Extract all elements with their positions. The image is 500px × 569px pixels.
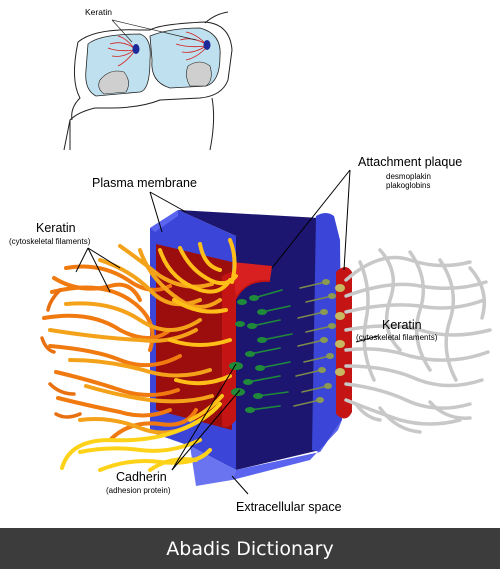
extracellular-space-label: Extracellular space	[236, 500, 342, 514]
cadherin-sub-label: (adhesion protein)	[106, 486, 171, 495]
keratin-left-label: Keratin	[36, 221, 76, 235]
attachment-plaque-label: Attachment plaque	[358, 155, 463, 169]
cadherin-label: Cadherin	[116, 470, 167, 484]
leader-lines	[75, 169, 379, 495]
attachment-plaque-sub2-label: plakoglobins	[386, 181, 431, 190]
attachment-plaque-sub1-label: desmoplakin	[386, 172, 431, 181]
footer-brand-text: Abadis Dictionary	[166, 537, 334, 560]
keratin-left-sub-label: (cytoskeletal filaments)	[9, 237, 91, 246]
right-keratin-filaments	[344, 248, 492, 434]
left-keratin-filaments	[40, 238, 238, 472]
cell-pair-illustration	[63, 11, 233, 151]
diagram-canvas	[40, 11, 492, 495]
keratin-right-sub-label: (cytoskeletal filaments)	[356, 333, 438, 342]
cadherin-proteins	[229, 279, 345, 413]
keratin-top-label: Keratin	[85, 7, 112, 17]
plasma-membrane-label: Plasma membrane	[92, 176, 197, 190]
desmosome-diagram: Keratin Plasma membrane Keratin (cytoske…	[9, 7, 492, 514]
footer-bar: Abadis Dictionary	[0, 528, 500, 569]
left-attachment-plaque	[222, 262, 272, 428]
keratin-right-label: Keratin	[382, 318, 422, 332]
